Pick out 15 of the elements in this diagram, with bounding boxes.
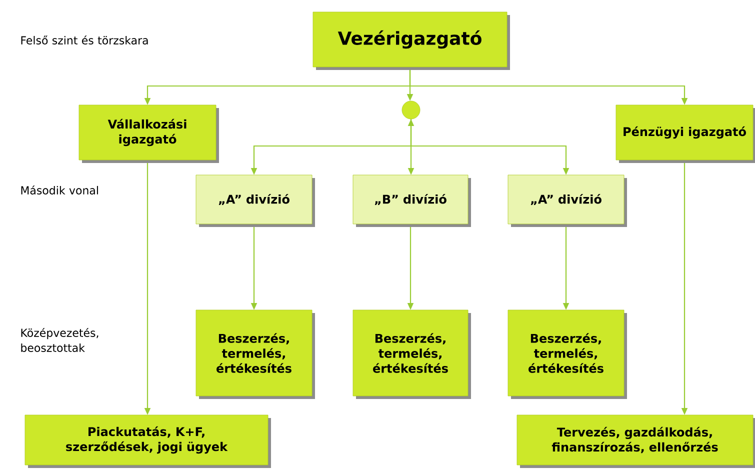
org-box: Piackutatás, K+F, szerződések, jogi ügyek: [24, 414, 271, 468]
org-box: Tervezés, gazdálkodás, finanszírozás, ellenőrzés: [516, 414, 755, 468]
level-label: Felső szint és törzskara: [21, 36, 148, 44]
org-box: Pénzügyi igazgató: [616, 104, 755, 163]
org-box: „B” divízió: [352, 174, 471, 227]
org-box: Beszerzés, termelés, értékesítés: [196, 310, 315, 399]
level-label: Középvezetés, beosztottak: [21, 328, 98, 352]
org-box: Vállalkozási igazgató: [78, 104, 219, 163]
org-box: „A” divízió: [508, 174, 627, 227]
junction-circle: [402, 100, 420, 120]
org-box: Beszerzés, termelés, értékesítés: [508, 310, 627, 399]
org-box: Vezérigazgató: [312, 12, 510, 70]
level-label: Második vonal: [21, 186, 98, 194]
org-box: Beszerzés, termelés, értékesítés: [352, 310, 471, 399]
org-box: „A” divízió: [196, 174, 315, 227]
